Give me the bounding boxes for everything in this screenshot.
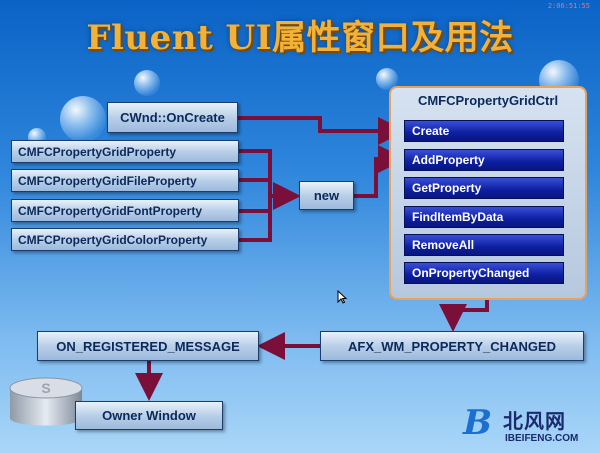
- property-changed-message-node: AFX_WM_PROPERTY_CHANGED: [320, 331, 584, 361]
- property-grid-ctrl-panel: CMFCPropertyGridCtrl Create AddProperty …: [389, 86, 587, 300]
- font-property-node: CMFCPropertyGridFontProperty: [11, 199, 239, 222]
- beifeng-logo: B 北风网 IBEIFENG.COM: [459, 401, 595, 449]
- disk-icon: S: [9, 377, 83, 426]
- bubble-decoration: [376, 68, 398, 90]
- mouse-pointer-icon: [337, 289, 348, 307]
- new-node: new: [299, 181, 354, 210]
- file-property-node: CMFCPropertyGridFileProperty: [11, 169, 239, 192]
- bubble-decoration: [134, 70, 160, 96]
- svg-text:S: S: [41, 380, 50, 396]
- oncreate-node: CWnd::OnCreate: [107, 102, 238, 133]
- method-addproperty: AddProperty: [404, 149, 564, 171]
- logo-url: IBEIFENG.COM: [505, 433, 579, 444]
- method-getproperty: GetProperty: [404, 177, 564, 199]
- slide-title: Fluent UI属性窗口及用法: [86, 18, 514, 58]
- owner-window-node: Owner Window: [75, 401, 223, 430]
- bracket-properties: [239, 149, 272, 242]
- registered-message-node: ON_REGISTERED_MESSAGE: [37, 331, 259, 361]
- arrow-new-to-addproperty: [354, 145, 406, 198]
- method-create: Create: [404, 120, 564, 142]
- color-property-node: CMFCPropertyGridColorProperty: [11, 228, 239, 251]
- method-finditembydata: FindItemByData: [404, 206, 564, 228]
- bubble-decoration: [60, 96, 106, 142]
- property-node: CMFCPropertyGridProperty: [11, 140, 239, 163]
- panel-title: CMFCPropertyGridCtrl: [417, 93, 559, 108]
- logo-name: 北风网: [503, 409, 566, 433]
- method-removeall: RemoveAll: [404, 234, 564, 256]
- method-onpropertychanged: OnPropertyChanged: [404, 262, 564, 284]
- arrow-oncreate-to-create: [238, 116, 406, 145]
- logo-letter: B: [458, 403, 497, 443]
- timestamp: 2:06:51:55: [547, 2, 590, 10]
